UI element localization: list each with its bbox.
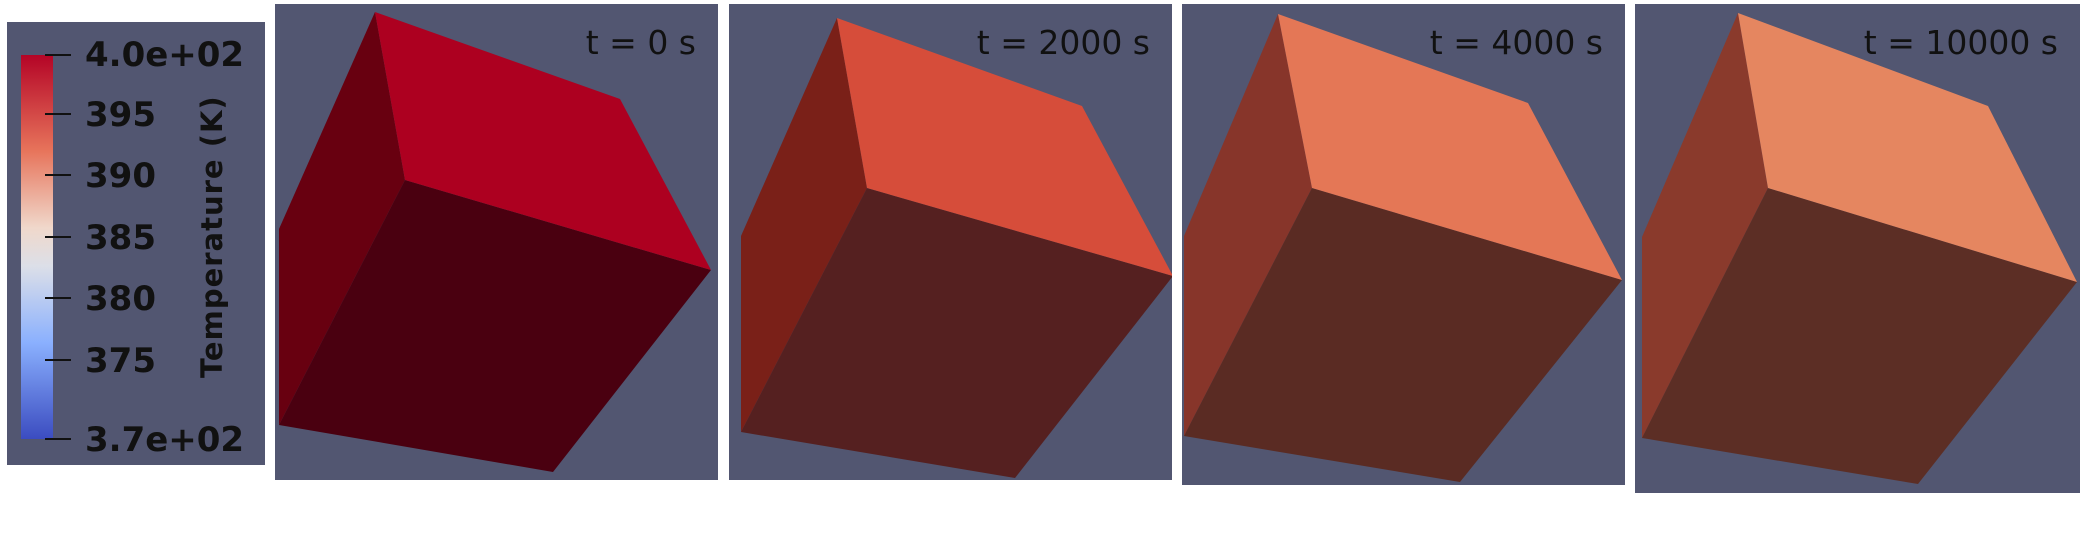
- frame-panel-t10000: t = 10000 s: [1635, 4, 2080, 493]
- cube-front-face: [279, 180, 711, 472]
- cube-top-face: [1278, 14, 1622, 280]
- cube-top-face: [1738, 13, 2077, 282]
- cube-front-face: [741, 188, 1172, 478]
- cube-left-face: [1184, 14, 1312, 436]
- cube-front-face: [1184, 188, 1622, 482]
- colorbar-tick-label: 4.0e+02: [85, 35, 245, 75]
- colorbar-tick-label: 375: [85, 341, 156, 381]
- frame-panel-t2000: t = 2000 s: [729, 4, 1172, 480]
- colorbar-ticks: [45, 54, 71, 440]
- cube-front-face: [1642, 188, 2077, 484]
- cube-left-face: [1642, 13, 1768, 438]
- cube-left-face: [279, 12, 405, 425]
- cube-top-face: [375, 12, 711, 270]
- cube-left-face: [741, 18, 867, 432]
- cube-render: [741, 18, 1172, 478]
- cube-render: [1642, 13, 2077, 484]
- time-label: t = 0 s: [585, 23, 696, 62]
- frame-panel-t0: t = 0 s: [275, 4, 718, 480]
- colorbar-legend: 4.0e+02 395 390 385 380 375 3.7e+02 Temp…: [7, 22, 265, 465]
- colorbar-title: Temperature (K): [195, 95, 229, 378]
- colorbar-tick-label: 390: [85, 156, 156, 196]
- cube-render: [1184, 14, 1622, 482]
- colorbar-tick-label: 395: [85, 95, 156, 135]
- cube-render: [279, 12, 711, 472]
- time-label: t = 4000 s: [1429, 23, 1603, 62]
- colorbar-gradient: [21, 55, 53, 439]
- colorbar-graphic: [21, 54, 71, 440]
- colorbar-tick-label: 385: [85, 218, 156, 258]
- colorbar-tick-label: 3.7e+02: [85, 420, 245, 460]
- colorbar-tick-label: 380: [85, 279, 156, 319]
- time-label: t = 10000 s: [1863, 23, 2058, 62]
- time-label: t = 2000 s: [976, 23, 1150, 62]
- frame-panel-t4000: t = 4000 s: [1182, 4, 1625, 485]
- cube-top-face: [837, 18, 1172, 276]
